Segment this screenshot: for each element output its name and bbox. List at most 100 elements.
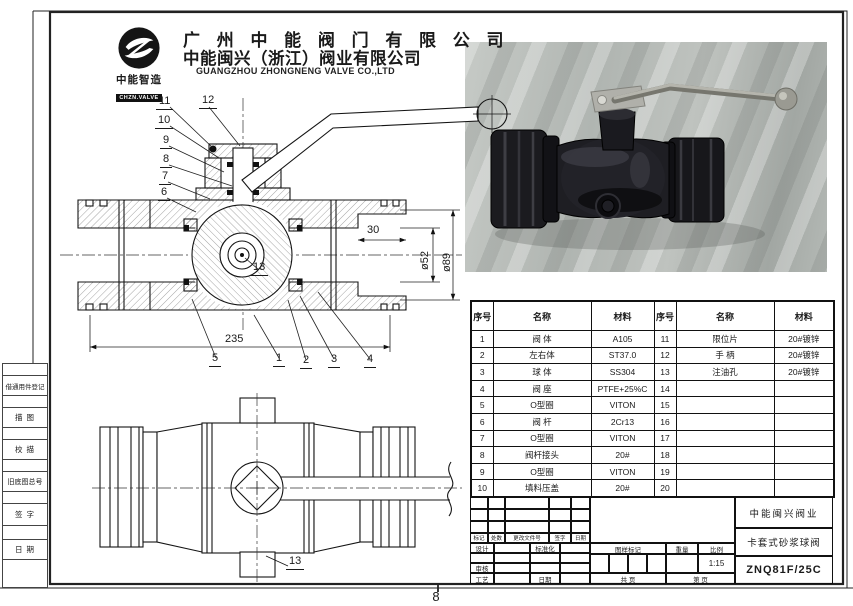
dimension-label-bore-dia: ø52	[419, 251, 431, 270]
bom-cell: PTFE+25%C	[590, 379, 655, 398]
bom-cell: O型圈	[492, 462, 592, 481]
bom-cell	[773, 446, 835, 464]
titleblock-cell	[666, 554, 698, 573]
titleblock-cell	[571, 509, 590, 521]
section-view-drawing	[60, 95, 511, 330]
dimension-label-outer-dia: ø89	[441, 253, 453, 272]
titleblock-rev-count: 处数	[488, 533, 505, 543]
margin-cell	[2, 560, 48, 588]
photo-left-cap	[490, 129, 560, 229]
bom-header: 材料	[773, 300, 835, 331]
titleblock-cell	[609, 554, 628, 573]
logo-subtext: CHZN.VALVE	[116, 94, 162, 103]
callout-label: 11	[156, 95, 174, 110]
valve-photo-illustration	[490, 83, 798, 250]
titleblock-model-number: ZNQ81F/25C	[735, 556, 833, 584]
photo-right-cap	[660, 137, 725, 223]
bom-cell: 20#镀锌	[773, 363, 835, 381]
margin-cell	[2, 460, 48, 472]
titleblock-cell	[494, 563, 530, 573]
titleblock-cell	[505, 521, 549, 533]
bom-cell: 填料压盖	[492, 479, 592, 498]
bom-header: 序号	[653, 300, 677, 331]
bom-cell: 2	[470, 346, 494, 365]
dimension-lines	[89, 209, 460, 352]
bom-cell	[773, 396, 835, 414]
titleblock-cell	[470, 497, 488, 509]
bom-cell: 20#镀锌	[773, 330, 835, 348]
titleblock-cell	[590, 497, 735, 543]
titleblock-process-label: 工艺	[470, 573, 494, 584]
bom-cell	[773, 479, 835, 498]
titleblock-cell	[494, 543, 530, 553]
bom-header-row: 序号 名称 材料 序号 名称 材料	[470, 300, 835, 331]
titleblock-cell	[571, 497, 590, 509]
bom-header: 名称	[492, 300, 592, 331]
titleblock-scale-value: 1:15	[698, 554, 735, 573]
margin-cell	[2, 396, 48, 408]
bom-cell: 20#	[590, 479, 655, 498]
bom-cell: 8	[470, 446, 494, 464]
callout-label: 13	[250, 261, 269, 276]
bom-cell: 球 体	[492, 363, 592, 381]
photo-valve-body	[556, 108, 670, 219]
titleblock-rev-date: 日期	[571, 533, 590, 543]
callout-label: 12	[199, 94, 218, 109]
bom-cell	[675, 429, 775, 448]
bom-header: 材料	[590, 300, 655, 331]
titleblock-design-label: 设计	[470, 543, 494, 553]
bom-cell: 7	[470, 429, 494, 448]
titleblock-cell	[560, 553, 590, 563]
margin-cell	[2, 526, 48, 540]
callout-label: 13	[286, 555, 305, 570]
titleblock-cell	[549, 521, 571, 533]
titleblock-cell	[470, 509, 488, 521]
titleblock-page-number: 第 页	[666, 573, 735, 584]
bom-header: 名称	[675, 300, 775, 331]
titleblock-cell	[549, 509, 571, 521]
titleblock-audit-label: 审核	[470, 563, 494, 573]
bom-cell: 2Cr13	[590, 412, 655, 431]
photo-handle	[590, 83, 798, 113]
bom-cell: 14	[653, 379, 677, 398]
margin-cell: 借通用件登记	[2, 376, 48, 396]
bom-cell: VITON	[590, 396, 655, 414]
bom-cell: 阀 座	[492, 379, 592, 398]
callout-label: 7	[159, 170, 172, 185]
bom-cell: 左右体	[492, 346, 592, 365]
bom-cell: 15	[653, 396, 677, 414]
bom-cell: 阀杆接头	[492, 446, 592, 464]
bom-cell: SS304	[590, 363, 655, 381]
plan-view-drawing	[92, 393, 462, 583]
bom-cell: 1	[470, 330, 494, 348]
titleblock-cell	[505, 497, 549, 509]
titleblock-cell	[488, 509, 505, 521]
bom-cell: 19	[653, 462, 677, 481]
bom-cell	[675, 379, 775, 398]
margin-cell: 旧底图总号	[2, 472, 48, 492]
callout-label: 1	[273, 352, 286, 367]
bom-cell	[675, 462, 775, 481]
margin-cell	[2, 363, 48, 376]
callout-label: 9	[160, 134, 173, 149]
bom-cell: O型圈	[492, 396, 592, 414]
title-block: 中能闽兴阀业 卡套式砂浆球阀 ZNQ81F/25C 标记 处数 更改文件号 签字…	[470, 497, 833, 584]
dimension-label-port-depth: 30	[367, 224, 380, 236]
titleblock-cell	[560, 563, 590, 573]
titleblock-total-pages: 共 页	[590, 573, 666, 584]
bom-cell: 6	[470, 412, 494, 431]
titleblock-date-label: 日期	[530, 573, 560, 584]
titleblock-standardize-label: 标准化	[530, 543, 560, 553]
bom-cell: 阀 体	[492, 330, 592, 348]
titleblock-cell	[571, 521, 590, 533]
bom-cell: 阀 杆	[492, 412, 592, 431]
